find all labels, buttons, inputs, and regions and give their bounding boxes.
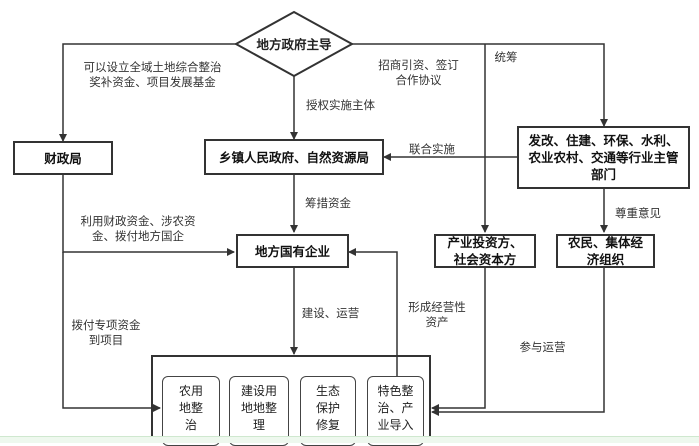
node-township: 乡镇人民政府、自然资源局: [204, 139, 384, 175]
node-investors: 产业投资方、 社会资本方: [434, 234, 536, 268]
node-farmers: 农民、集体经 济组织: [556, 234, 655, 268]
label-gov-investors: 招商引资、签订 合作协议: [378, 58, 459, 87]
label-gov-finance: 可以设立全域土地综合整治 奖补资金、项目发展基金: [83, 60, 222, 89]
label-finance-projects: 拨付专项资金 到项目: [71, 318, 141, 347]
label-gov-township: 授权实施主体: [306, 98, 375, 112]
project-special: 特色整 治、产 业导入: [367, 376, 424, 446]
label-gov-depts: 统筹: [494, 50, 518, 64]
label-township-soe: 筹措资金: [305, 196, 351, 210]
node-gov: 地方政府主导: [256, 37, 332, 52]
node-finance: 财政局: [13, 141, 113, 175]
label-depts-farmers: 尊重意见: [615, 206, 661, 220]
project-construction-land: 建设用 地地整 理: [229, 376, 289, 446]
bottom-strip: [0, 436, 699, 443]
label-investors-projects: 参与运营: [519, 340, 566, 354]
label-depts-township: 联合实施: [409, 142, 455, 156]
project-farmland: 农用 地整 治: [162, 376, 220, 446]
label-soe-projects: 建设、运营: [301, 306, 360, 320]
node-depts: 发改、住建、环保、水利、 农业农村、交通等行业主管 部门: [517, 126, 690, 189]
edge-finance-projects: [62, 252, 161, 412]
projects-container: [151, 355, 431, 442]
project-ecology: 生态 保护 修复: [300, 376, 356, 446]
label-projects-soe: 形成经营性 资产: [408, 300, 466, 329]
edge-farmers-projects: [431, 268, 605, 416]
edge-projects-soe: [348, 248, 398, 378]
edge-investors-projects: [431, 268, 486, 412]
node-soe: 地方国有企业: [236, 234, 349, 268]
edge-gov-depts: [352, 43, 608, 127]
edge-gov-finance: [59, 43, 236, 142]
label-finance-soe: 利用财政资金、涉农资 金、拨付地方国企: [80, 214, 196, 243]
